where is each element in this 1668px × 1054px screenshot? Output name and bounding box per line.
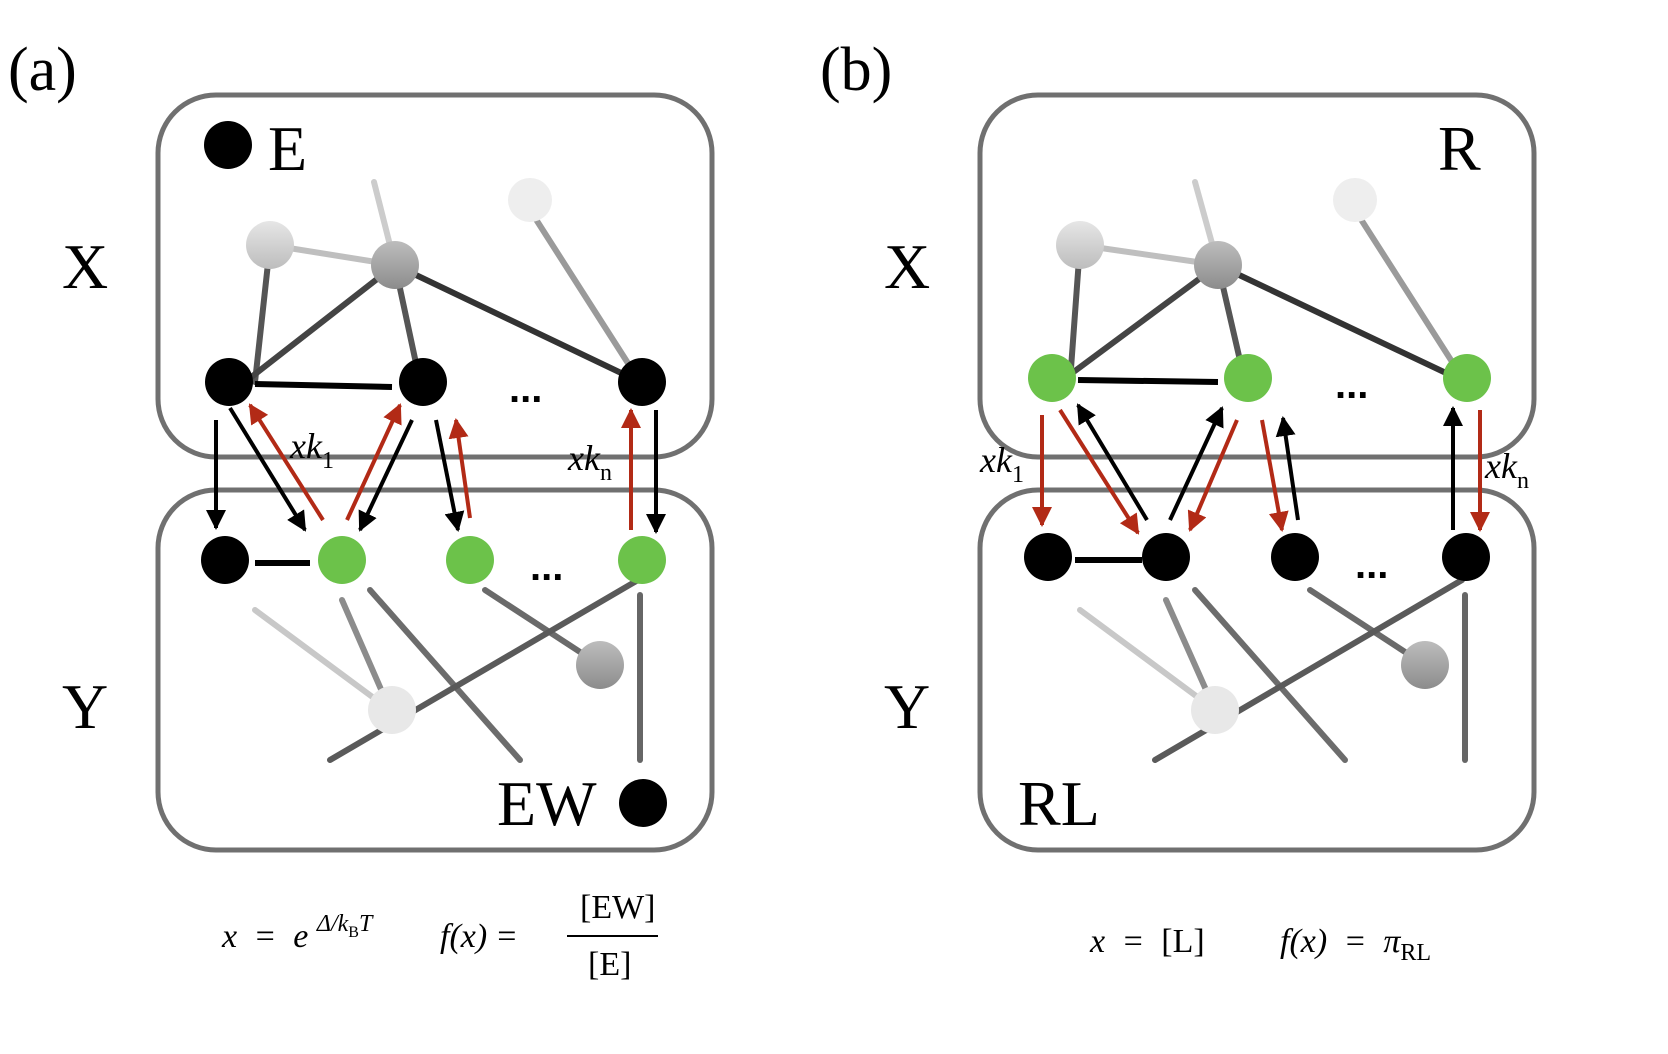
node-y-2 bbox=[1142, 533, 1190, 581]
faded-node bbox=[576, 641, 624, 689]
panel-a-rate-last: xkn bbox=[567, 438, 612, 486]
panel-a-label: (a) bbox=[8, 36, 77, 104]
panel-b-species-bottom: RL bbox=[1018, 768, 1100, 839]
panel-a-box-y bbox=[155, 487, 715, 853]
panel-a-species-top: E bbox=[268, 113, 307, 184]
node-x-n bbox=[618, 358, 666, 406]
panel-b-y-label: Y bbox=[884, 671, 930, 742]
node-y-n bbox=[1442, 533, 1490, 581]
panel-b-arrows bbox=[1032, 403, 1490, 535]
node-y-n bbox=[618, 536, 666, 584]
node-y-2 bbox=[318, 536, 366, 584]
panel-a-equation-f-lhs: f(x)= bbox=[440, 918, 516, 955]
panel-b: (b) R X Y RL bbox=[820, 36, 1537, 966]
panel-a-dots-y: ... bbox=[530, 545, 563, 589]
node-x-2 bbox=[399, 358, 447, 406]
node-y-3 bbox=[1271, 533, 1319, 581]
faded-node bbox=[1194, 241, 1242, 289]
panel-a-x-label: X bbox=[62, 231, 108, 302]
panel-b-background-network-x bbox=[1056, 178, 1468, 385]
panel-b-dots-x: ... bbox=[1335, 363, 1368, 407]
faded-node bbox=[246, 221, 294, 269]
panel-b-equation-x: x = [L] bbox=[1089, 923, 1205, 960]
node-x-1 bbox=[205, 358, 253, 406]
panel-a-background-network-y bbox=[252, 577, 643, 763]
panel-b-box-x bbox=[977, 92, 1537, 460]
panel-b-rate-last: xkn bbox=[1484, 446, 1529, 494]
panel-a-equation-f-num: [EW] bbox=[580, 889, 656, 926]
node-x-n bbox=[1443, 354, 1491, 402]
panel-a-background-network-x bbox=[242, 178, 643, 385]
faded-node bbox=[1191, 686, 1239, 734]
faded-node bbox=[1333, 178, 1377, 222]
panel-a-box-x bbox=[155, 92, 715, 460]
panel-b-dots-y: ... bbox=[1355, 543, 1388, 587]
node-y-1 bbox=[201, 536, 249, 584]
panel-b-equation-f: f(x) = πRL bbox=[1280, 923, 1431, 966]
node-y-1 bbox=[1024, 533, 1072, 581]
panel-a-equation-f-den: [E] bbox=[588, 946, 631, 983]
panel-a: (a) E X bbox=[8, 36, 715, 983]
faded-node bbox=[368, 686, 416, 734]
node-y-3 bbox=[446, 536, 494, 584]
panel-b-species-top: R bbox=[1438, 113, 1481, 184]
node-x-1 bbox=[1028, 354, 1076, 402]
faded-node bbox=[1056, 221, 1104, 269]
panel-b-rate-first: xk1 bbox=[979, 440, 1024, 488]
faded-node bbox=[371, 241, 419, 289]
faded-node bbox=[508, 178, 552, 222]
panel-b-label: (b) bbox=[820, 36, 892, 104]
panel-a-rate-first: xk1 bbox=[289, 426, 334, 474]
panel-b-box-y bbox=[977, 487, 1537, 853]
panel-a-equation-x: x = e Δ/kBT bbox=[221, 911, 374, 955]
panel-b-x-label: X bbox=[884, 231, 930, 302]
panel-a-legend-ew-dot bbox=[619, 779, 667, 827]
panel-a-dots-x: ... bbox=[509, 367, 542, 411]
panel-a-arrows bbox=[206, 403, 666, 534]
panel-a-y-label: Y bbox=[62, 671, 108, 742]
panel-b-background-network-y bbox=[1077, 577, 1468, 763]
panel-a-legend-e-dot bbox=[204, 121, 252, 169]
panel-a-species-bottom: EW bbox=[497, 768, 597, 839]
faded-node bbox=[1401, 641, 1449, 689]
node-x-2 bbox=[1224, 354, 1272, 402]
